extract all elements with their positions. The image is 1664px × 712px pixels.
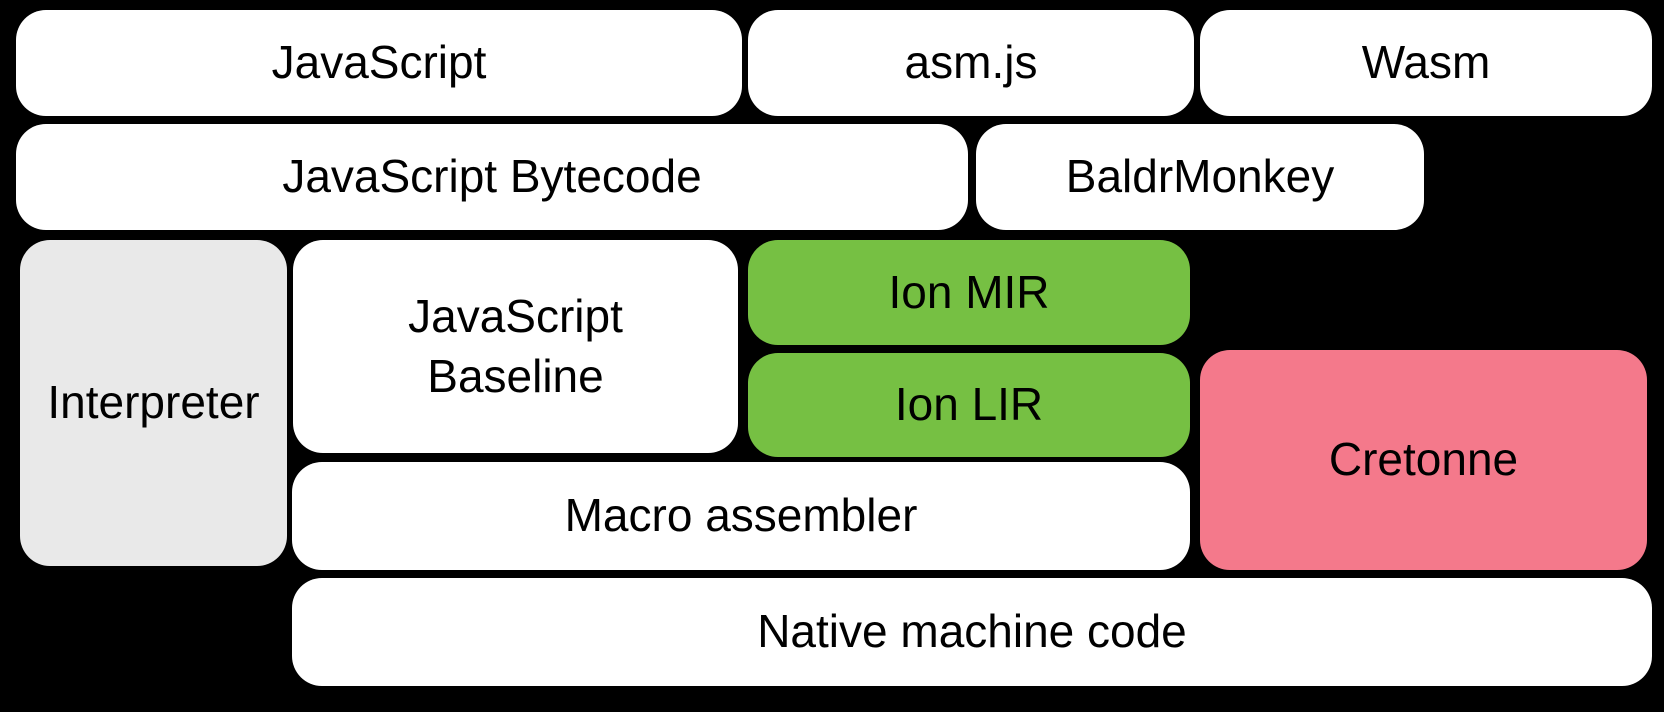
- node-macro-assembler-label: Macro assembler: [564, 489, 918, 542]
- node-baldrmonkey-label: BaldrMonkey: [1065, 150, 1335, 203]
- node-interpreter: Interpreter: [20, 240, 287, 566]
- node-macro-assembler: Macro assembler: [292, 462, 1190, 570]
- node-javascript: JavaScript: [16, 10, 742, 116]
- node-interpreter-label: Interpreter: [47, 376, 260, 429]
- node-ion-lir-label: Ion LIR: [894, 378, 1044, 431]
- node-ion-lir: Ion LIR: [748, 353, 1190, 457]
- node-ion-mir: Ion MIR: [748, 240, 1190, 345]
- node-asmjs: asm.js: [748, 10, 1194, 116]
- node-javascript-baseline-label: JavaScript Baseline: [408, 289, 623, 402]
- node-baldrmonkey: BaldrMonkey: [976, 124, 1424, 230]
- node-javascript-bytecode-label: JavaScript Bytecode: [282, 150, 702, 203]
- node-cretonne-label: Cretonne: [1328, 433, 1519, 486]
- node-asmjs-label: asm.js: [904, 36, 1038, 89]
- node-wasm-label: Wasm: [1361, 36, 1491, 89]
- node-ion-mir-label: Ion MIR: [888, 265, 1050, 318]
- node-javascript-bytecode: JavaScript Bytecode: [16, 124, 968, 230]
- node-native-machine-code-label: Native machine code: [757, 605, 1187, 658]
- node-native-machine-code: Native machine code: [292, 578, 1652, 686]
- node-wasm: Wasm: [1200, 10, 1652, 116]
- node-javascript-label: JavaScript: [271, 36, 487, 89]
- node-cretonne: Cretonne: [1200, 350, 1647, 570]
- node-javascript-baseline: JavaScript Baseline: [293, 240, 738, 453]
